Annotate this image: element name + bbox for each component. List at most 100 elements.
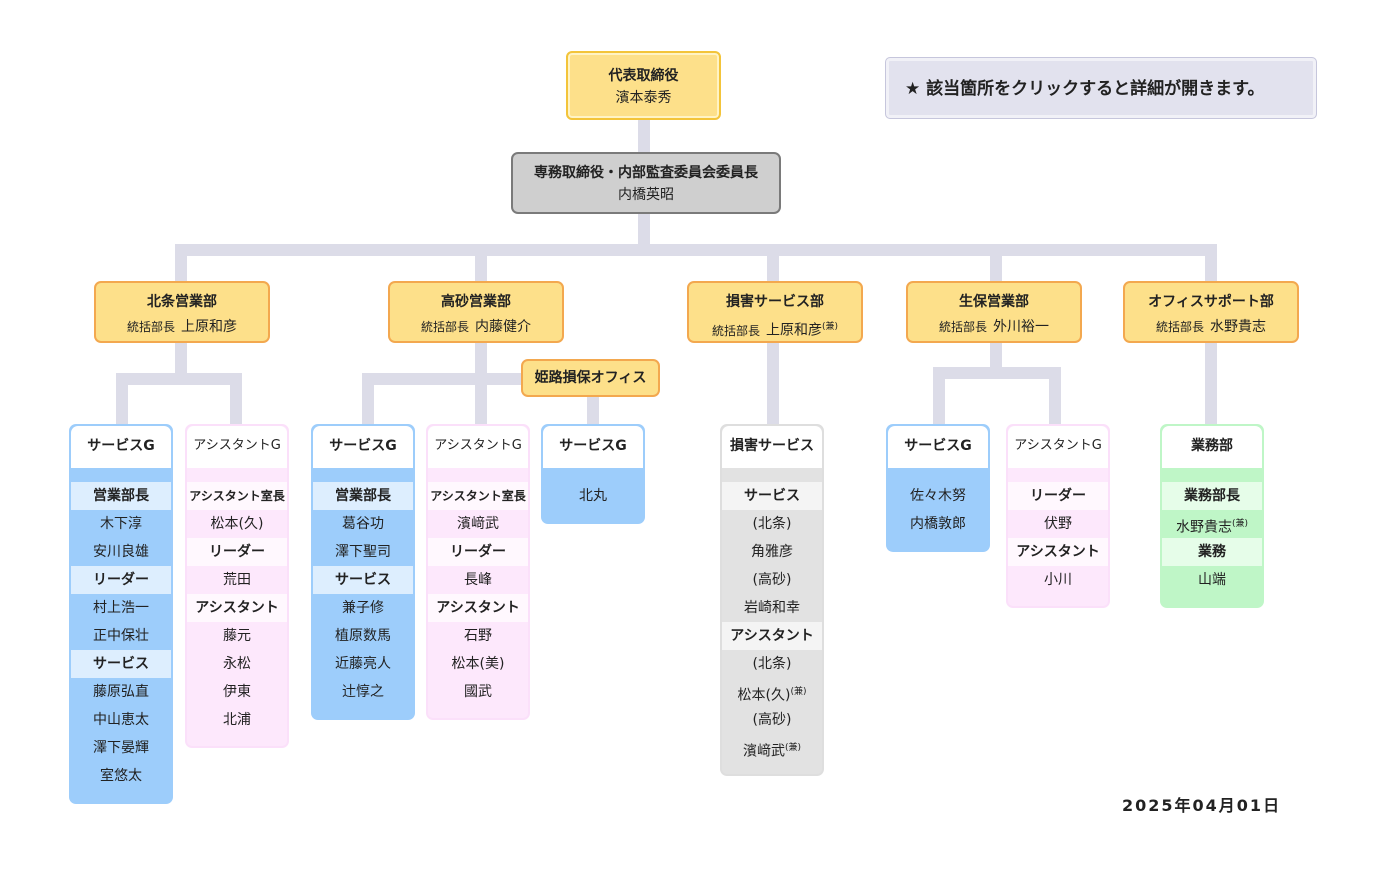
group-title: アシスタントG [1008, 426, 1108, 468]
section-label: リーダー [1008, 482, 1108, 510]
member-name: 水野貴志 [1175, 519, 1232, 536]
section-label: サービス [71, 650, 171, 678]
member-name: 永松 [223, 656, 251, 672]
member-name: 佐々木努 [910, 488, 966, 504]
group-title: アシスタントG [428, 426, 528, 468]
dept-name: 北条営業部 [147, 294, 217, 310]
concurrent-mark: (兼) [784, 743, 802, 753]
section-label: 営業部長 [313, 482, 413, 510]
member-name: 兼子修 [342, 600, 384, 616]
member-name: 北浦 [223, 712, 251, 728]
member-name: 村上浩一 [93, 600, 149, 616]
group-takasago-assistant[interactable]: アシスタントG アシスタント室長 濱﨑武 リーダー 長峰 アシスタント 石野 松… [426, 424, 530, 720]
dept-hojo[interactable]: 北条営業部 統括部長上原和彦 [94, 281, 270, 343]
section-label: アシスタント室長 [187, 482, 287, 510]
member-name: 室悠太 [100, 768, 142, 784]
section-label: サービス [722, 482, 822, 510]
member-name: 石野 [464, 628, 492, 644]
member-name: 小川 [1044, 572, 1072, 588]
member-name: 安川良雄 [93, 544, 149, 560]
member-name: 角雅彦 [751, 544, 793, 560]
notice-banner: ★ 該当箇所をクリックすると詳細が開きます。 [885, 57, 1317, 119]
member-name: 伏野 [1044, 516, 1072, 532]
branch-label: (高砂) [752, 572, 792, 588]
group-gyomu[interactable]: 業務部 業務部長 水野貴志(兼) 業務 山端 [1160, 424, 1264, 608]
section-label: アシスタント [187, 594, 287, 622]
member-name: 松本(久) [737, 687, 791, 704]
effective-date: 2025年04月01日 [1122, 796, 1282, 815]
section-label: リーダー [187, 538, 287, 566]
member-name: 辻惇之 [342, 684, 384, 700]
section-label: リーダー [71, 566, 171, 594]
dept-songai[interactable]: 損害サービス部 統括部長上原和彦(兼) [687, 281, 863, 343]
member-name: 濱﨑武 [457, 516, 499, 532]
section-label: アシスタント [428, 594, 528, 622]
dept-office-support[interactable]: オフィスサポート部 統括部長水野貴志 [1123, 281, 1299, 343]
branch-label: (北条) [752, 516, 792, 532]
managing-director-name: 内橋英昭 [618, 187, 674, 203]
dept-role: 統括部長 [1155, 320, 1204, 334]
dept-takasago[interactable]: 高砂営業部 統括部長内藤健介 [388, 281, 564, 343]
group-title: 業務部 [1162, 426, 1262, 468]
member-name: 藤原弘直 [93, 684, 149, 700]
dept-name: オフィスサポート部 [1148, 294, 1274, 310]
dept-name: 損害サービス部 [726, 294, 824, 310]
member-name: 國武 [464, 684, 492, 700]
member-name: 正中保壮 [93, 628, 149, 644]
member-name: 岩崎和幸 [744, 600, 800, 616]
section-label: リーダー [428, 538, 528, 566]
member-name: 山端 [1198, 572, 1226, 588]
section-label: 業務 [1162, 538, 1262, 566]
member-name: 長峰 [464, 572, 492, 588]
member-name: 葛谷功 [342, 516, 384, 532]
member-name: 北丸 [579, 488, 607, 504]
group-title: サービスG [543, 426, 643, 468]
group-title: サービスG [313, 426, 413, 468]
branch-label: (高砂) [752, 712, 792, 728]
group-hojo-assistant[interactable]: アシスタントG アシスタント室長 松本(久) リーダー 荒田 アシスタント 藤元… [185, 424, 289, 748]
ceo-box[interactable]: 代表取締役 濱本泰秀 [566, 51, 721, 120]
member-name: 澤下晏輝 [93, 740, 149, 756]
group-takasago-service[interactable]: サービスG 営業部長 葛谷功 澤下聖司 サービス 兼子修 植原数馬 近藤亮人 辻… [311, 424, 415, 720]
member-name: 藤元 [223, 628, 251, 644]
group-title: サービスG [888, 426, 988, 468]
section-label: サービス [313, 566, 413, 594]
member-name: 松本(美) [451, 656, 505, 672]
member-name: 内橋敦郎 [910, 516, 966, 532]
concurrent-mark: (兼) [790, 687, 807, 697]
group-title: サービスG [71, 426, 171, 468]
dept-seiho[interactable]: 生保営業部 統括部長外川裕一 [906, 281, 1082, 343]
group-seiho-assistant[interactable]: アシスタントG リーダー 伏野 アシスタント 小川 [1006, 424, 1110, 608]
section-label: アシスタント [722, 622, 822, 650]
dept-head: 水野貴志 [1210, 319, 1266, 335]
section-label: 営業部長 [71, 482, 171, 510]
member-name: 松本(久) [210, 516, 264, 532]
group-hojo-service[interactable]: サービスG 営業部長 木下淳 安川良雄 リーダー 村上浩一 正中保壮 サービス … [69, 424, 173, 804]
dept-role: 統括部長 [938, 320, 987, 334]
group-seiho-service[interactable]: サービスG 佐々木努 内橋敦郎 [886, 424, 990, 552]
group-title: 損害サービス [722, 426, 822, 468]
dept-head: 上原和彦 [181, 319, 237, 335]
dept-head: 内藤健介 [475, 319, 531, 335]
branch-label: (北条) [752, 656, 792, 672]
managing-director-box[interactable]: 専務取締役・内部監査委員会委員長 内橋英昭 [511, 152, 781, 214]
concurrent-mark: (兼) [821, 322, 839, 332]
dept-role: 統括部長 [711, 323, 760, 338]
group-title: アシスタントG [187, 426, 287, 468]
ceo-title: 代表取締役 [608, 68, 679, 84]
member-name: 澤下聖司 [335, 544, 391, 560]
member-name: 中山恵太 [93, 712, 149, 728]
dept-name: 生保営業部 [959, 294, 1029, 310]
member-name: 近藤亮人 [335, 656, 391, 672]
member-name: 木下淳 [100, 516, 142, 532]
ceo-name: 濱本泰秀 [615, 90, 672, 106]
member-name: 荒田 [223, 572, 251, 588]
group-songai-service[interactable]: 損害サービス サービス (北条) 角雅彦 (高砂) 岩崎和幸 アシスタント (北… [720, 424, 824, 776]
member-name: 濱﨑武 [742, 743, 785, 760]
member-name: 伊東 [223, 684, 251, 700]
dept-head: 上原和彦 [765, 322, 822, 339]
section-label: 業務部長 [1162, 482, 1262, 510]
dept-role: 統括部長 [126, 320, 175, 334]
himeji-office-box[interactable]: 姫路損保オフィス [521, 359, 660, 397]
group-himeji-service[interactable]: サービスG 北丸 [541, 424, 645, 524]
